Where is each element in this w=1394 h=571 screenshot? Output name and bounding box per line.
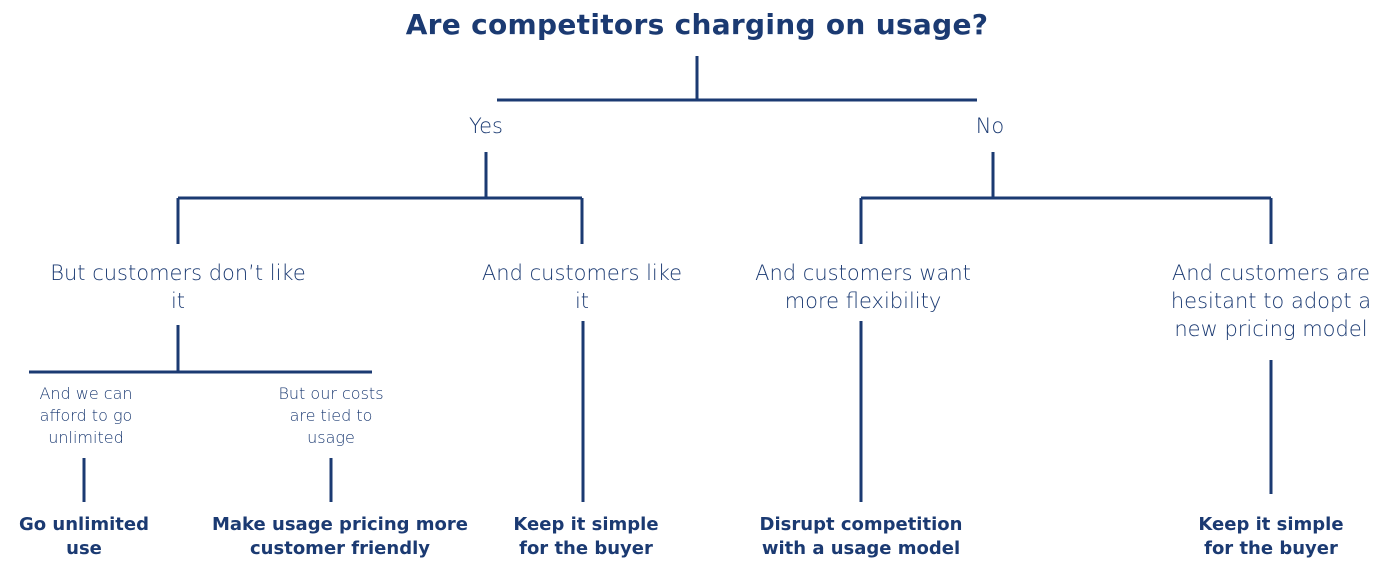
outcome-keep-simple-no: Keep it simple for the buyer <box>1198 514 1344 559</box>
condition-afford: And we can afford to go unlimited <box>39 384 133 447</box>
condition-like: And customers like it <box>481 261 683 313</box>
outcome-go-unlimited: Go unlimited use <box>19 514 149 559</box>
condition-dont-like: But customers don’t like it <box>50 261 306 313</box>
condition-costs: But our costs are tied to usage <box>278 384 384 447</box>
branch-yes-label: Yes <box>469 114 503 138</box>
outcome-keep-simple-yes: Keep it simple for the buyer <box>513 514 659 559</box>
question-title: Are competitors charging on usage? <box>405 8 989 41</box>
outcome-customer-friendly: Make usage pricing more customer friendl… <box>212 514 468 559</box>
condition-flexibility: And customers want more flexibility <box>755 261 971 313</box>
condition-hesitant: And customers are hesitant to adopt a ne… <box>1170 261 1372 341</box>
outcome-disrupt: Disrupt competition with a usage model <box>759 514 963 559</box>
branch-no-label: No <box>975 114 1005 138</box>
